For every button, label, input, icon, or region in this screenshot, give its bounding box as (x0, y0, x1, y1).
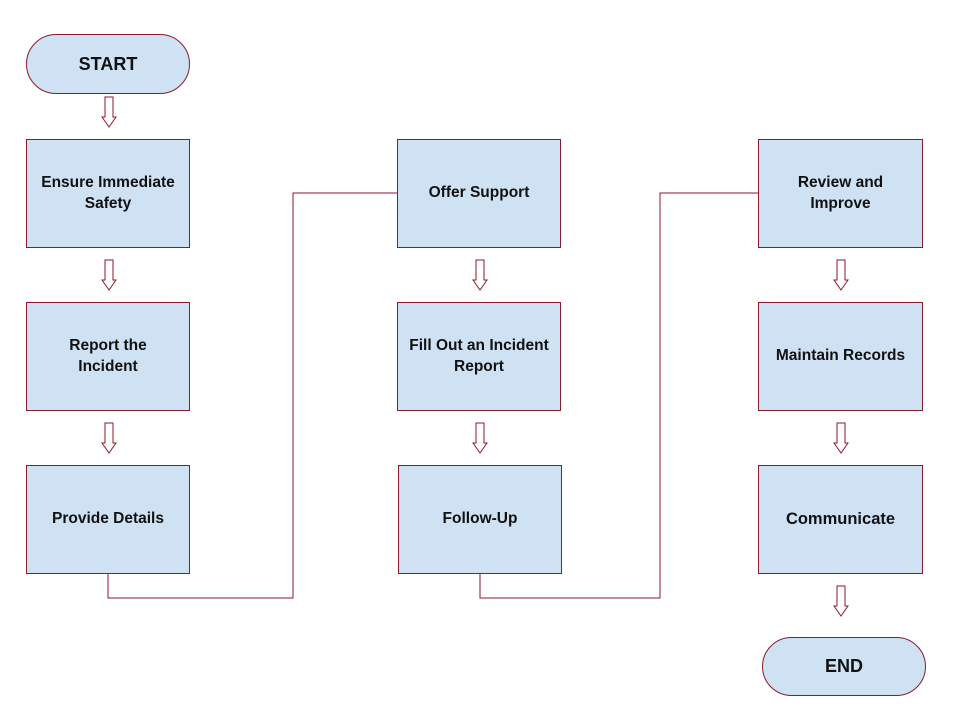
arrow-step5-to-step6 (472, 422, 488, 454)
step-label: Report the Incident (69, 336, 147, 375)
step-maintain-records: Maintain Records (758, 302, 923, 411)
step-ensure-immediate-safety: Ensure Immediate Safety (26, 139, 190, 248)
step-label: Maintain Records (775, 347, 906, 365)
step-communicate: Communicate (758, 465, 923, 574)
step-label: Review and Improve (797, 173, 884, 212)
end-terminal: END (762, 637, 926, 696)
arrow-step7-to-step8 (833, 259, 849, 291)
arrow-step2-to-step3 (101, 422, 117, 454)
step-label: Communicate (785, 510, 896, 529)
arrow-step4-to-step5 (472, 259, 488, 291)
connector-column2-to-column3 (479, 192, 758, 599)
step-fill-out-incident-report: Fill Out an Incident Report (397, 302, 561, 411)
arrow-start-to-step1 (101, 96, 117, 128)
step-offer-support: Offer Support (397, 139, 561, 248)
step-label: Ensure Immediate Safety (41, 173, 175, 212)
step-label: Offer Support (428, 184, 530, 202)
arrow-step9-to-end (833, 585, 849, 617)
step-report-the-incident: Report the Incident (26, 302, 190, 411)
step-label: Follow-Up (442, 510, 518, 528)
arrow-step1-to-step2 (101, 259, 117, 291)
step-label: Provide Details (52, 510, 164, 528)
step-label: Fill Out an Incident Report (409, 336, 549, 375)
arrow-step8-to-step9 (833, 422, 849, 454)
step-provide-details: Provide Details (26, 465, 190, 574)
step-review-and-improve: Review and Improve (758, 139, 923, 248)
start-label: START (78, 53, 138, 74)
connector-column1-to-column2 (107, 192, 397, 599)
start-terminal: START (26, 34, 190, 94)
end-label: END (824, 656, 863, 677)
step-follow-up: Follow-Up (398, 465, 562, 574)
